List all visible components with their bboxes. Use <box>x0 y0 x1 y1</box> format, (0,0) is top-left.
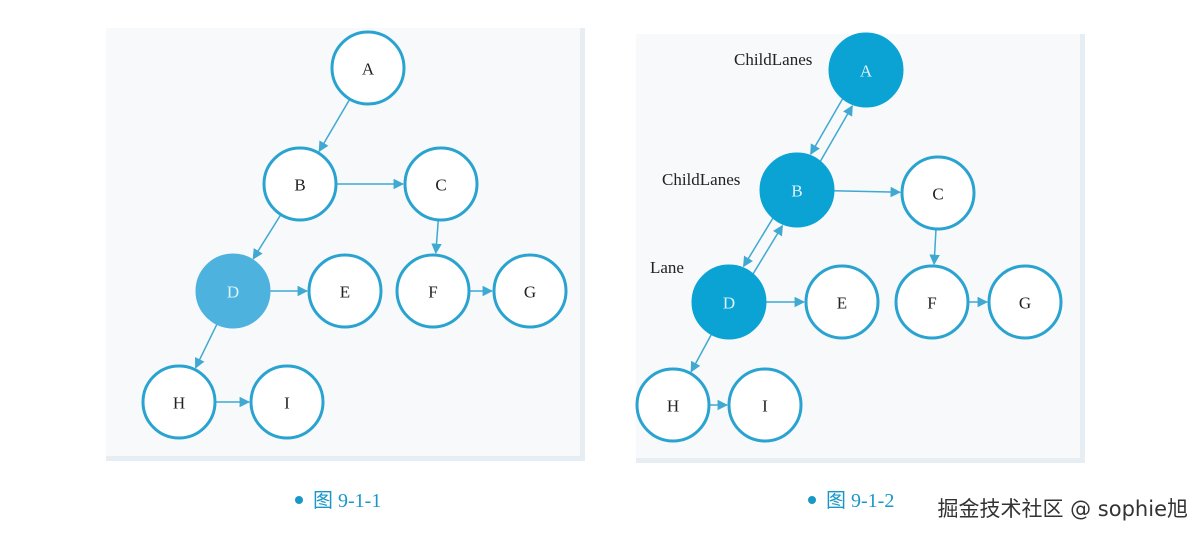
node-f: F <box>894 264 970 340</box>
node-a: A <box>330 30 406 106</box>
node-b: B <box>759 152 835 228</box>
figure-2-caption-text: 图 9-1-2 <box>826 490 895 512</box>
node-g: G <box>492 253 568 329</box>
node-circle <box>307 253 383 329</box>
edge-d-to-h <box>194 323 218 369</box>
figure-2-caption: 图 9-1-2 <box>808 484 894 513</box>
node-label: A <box>860 62 873 81</box>
edge-b-to-d <box>742 217 774 268</box>
edge-a-to-b <box>810 97 844 156</box>
node-label: I <box>762 397 768 416</box>
node-label: B <box>294 176 305 195</box>
node-c: C <box>900 155 976 231</box>
edge-c-to-f <box>431 219 442 255</box>
edge-d-to-b <box>752 224 784 275</box>
node-label: E <box>837 294 847 313</box>
edge-b-to-a <box>819 104 853 163</box>
node-c: C <box>403 146 479 222</box>
edge-b-to-c <box>832 186 902 198</box>
node-label: F <box>428 283 437 302</box>
node-circle <box>195 253 271 329</box>
figure-1-nodes: A B C D E F G H I <box>141 30 568 440</box>
node-circle <box>987 264 1063 340</box>
node-i: I <box>249 364 325 440</box>
node-label: F <box>927 294 936 313</box>
caption-bullet-icon <box>808 496 816 505</box>
node-circle <box>403 146 479 222</box>
node-circle <box>894 264 970 340</box>
node-e: E <box>804 264 880 340</box>
node-g: G <box>987 264 1063 340</box>
node-label: D <box>227 283 239 302</box>
edge-d-to-h <box>690 333 713 373</box>
node-b: B <box>262 146 338 222</box>
node-circle <box>395 253 471 329</box>
node-circle <box>828 32 904 108</box>
node-h: H <box>635 367 711 443</box>
node-circle <box>804 264 880 340</box>
node-e: E <box>307 253 383 329</box>
node-label: I <box>284 394 290 413</box>
node-d: D <box>691 264 767 340</box>
edge-a-to-b <box>318 98 351 153</box>
figure-2-edges <box>690 97 989 411</box>
annotation-childlanes-b: ChildLanes <box>662 170 740 189</box>
node-circle <box>635 367 711 443</box>
figure-1-edges <box>194 98 494 408</box>
figure-1-caption-text: 图 9-1-1 <box>313 490 382 512</box>
node-label: G <box>1019 294 1031 313</box>
node-circle <box>249 364 325 440</box>
node-circle <box>262 146 338 222</box>
node-label: G <box>524 283 536 302</box>
node-label: D <box>723 294 735 313</box>
node-circle <box>691 264 767 340</box>
node-label: H <box>173 394 185 413</box>
node-label: A <box>362 60 375 79</box>
figure-1-caption: 图 9-1-1 <box>295 484 381 513</box>
edge-b-to-d <box>252 214 282 260</box>
node-label: B <box>791 182 802 201</box>
edge-c-to-f <box>929 228 940 266</box>
node-f: F <box>395 253 471 329</box>
node-d: D <box>195 253 271 329</box>
node-i: I <box>727 367 803 443</box>
annotation-lane-d: Lane <box>650 258 684 277</box>
node-label: C <box>932 185 943 204</box>
caption-bullet-icon <box>295 496 303 505</box>
node-circle <box>727 367 803 443</box>
node-circle <box>330 30 406 106</box>
node-circle <box>141 364 217 440</box>
node-a: A <box>828 32 904 108</box>
node-circle <box>900 155 976 231</box>
watermark: 掘金技术社区 @ sophie旭 <box>937 497 1188 521</box>
node-h: H <box>141 364 217 440</box>
node-label: E <box>340 283 350 302</box>
figure-2-nodes: A B C D E F G H I <box>635 32 1063 443</box>
node-label: C <box>435 176 446 195</box>
annotation-childlanes-a: ChildLanes <box>734 50 812 69</box>
node-circle <box>492 253 568 329</box>
node-label: H <box>667 397 679 416</box>
node-circle <box>759 152 835 228</box>
